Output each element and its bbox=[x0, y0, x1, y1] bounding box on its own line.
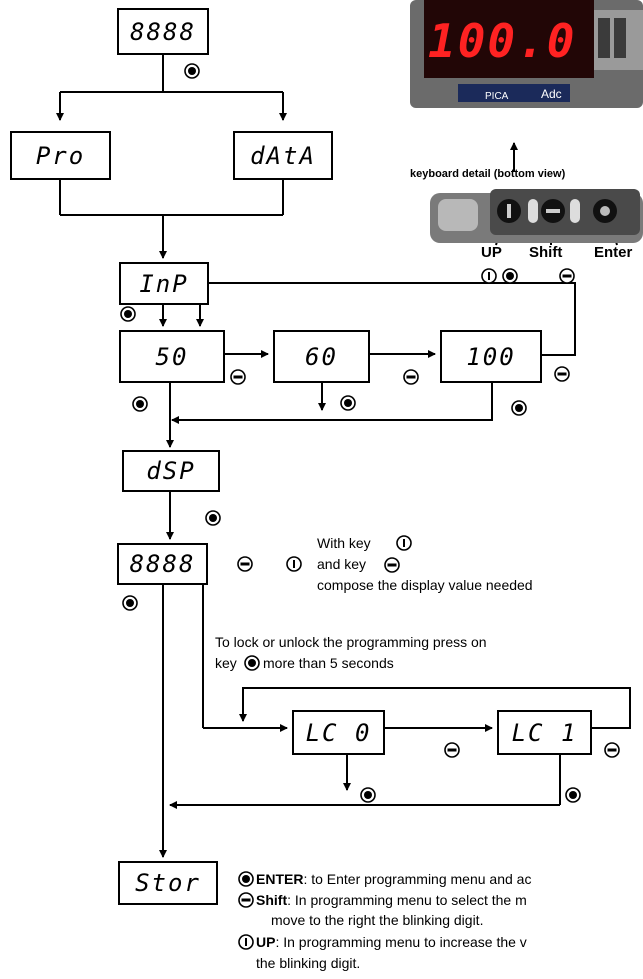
legend-up: UP: In programming menu to increase the … bbox=[256, 934, 527, 951]
display-box-compose: 8888 bbox=[117, 543, 208, 585]
dsp-box: dSP bbox=[122, 450, 220, 492]
compose-note-line2: and key bbox=[317, 556, 366, 573]
legend-up-text2: the blinking digit. bbox=[256, 955, 360, 972]
legend-enter: ENTER: to Enter programming menu and ac bbox=[256, 871, 531, 888]
stor-box: Stor bbox=[118, 861, 218, 905]
pro-box: Pro bbox=[10, 131, 111, 180]
legend-shift: Shift: In programming menu to select the… bbox=[256, 892, 527, 909]
meter-digits: 100.0 bbox=[428, 14, 576, 68]
lock-note-line1: To lock or unlock the programming press … bbox=[215, 634, 487, 651]
display-box-top: 8888 bbox=[117, 8, 209, 55]
legend-shift-text2: move to the right the blinking digit. bbox=[271, 912, 483, 929]
value-50-box: 50 bbox=[119, 330, 225, 383]
key-label-shift: Shift bbox=[529, 244, 562, 261]
lc1-box: LC 1 bbox=[497, 710, 592, 755]
value-100-box: 100 bbox=[440, 330, 542, 383]
keyboard-photo bbox=[430, 185, 643, 247]
value-60-box: 60 bbox=[273, 330, 370, 383]
keyboard-caption: keyboard detail (bottom view) bbox=[410, 166, 565, 183]
compose-note-line3: compose the display value needed bbox=[317, 577, 533, 594]
key-label-enter: Enter bbox=[594, 244, 632, 261]
key-label-up: UP bbox=[481, 244, 502, 261]
legend-shift-title: Shift bbox=[256, 892, 287, 908]
lock-note-line2b: more than 5 seconds bbox=[263, 655, 394, 672]
legend-shift-text: : In programming menu to select the m bbox=[287, 892, 527, 908]
lock-note-line2a: key bbox=[215, 655, 237, 672]
meter-unit: Adc bbox=[541, 86, 562, 103]
compose-note-line1: With key bbox=[317, 535, 371, 552]
inp-box: InP bbox=[119, 262, 209, 305]
legend-up-title: UP bbox=[256, 934, 275, 950]
lc0-box: LC 0 bbox=[292, 710, 385, 755]
data-box: dAtA bbox=[233, 131, 333, 180]
legend-up-text: : In programming menu to increase the v bbox=[275, 934, 526, 950]
meter-brand: PICA bbox=[485, 88, 508, 105]
legend-enter-text: : to Enter programming menu and ac bbox=[303, 871, 531, 887]
legend-enter-title: ENTER bbox=[256, 871, 303, 887]
